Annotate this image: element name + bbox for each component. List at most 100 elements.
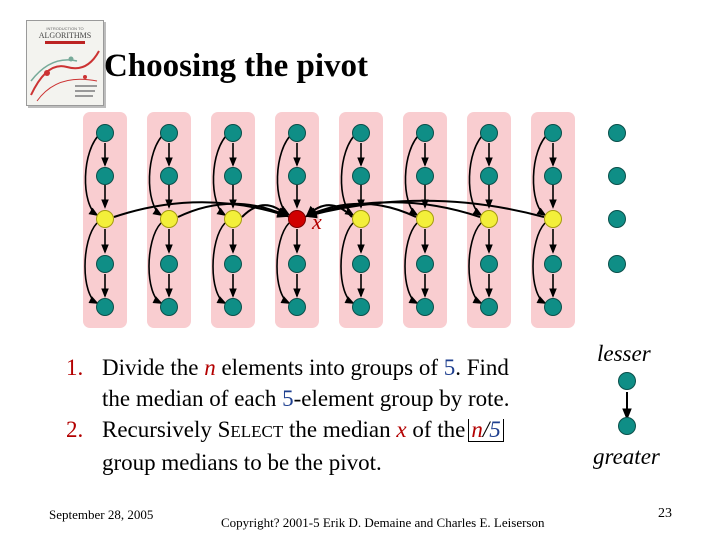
legend-node-top xyxy=(618,372,636,390)
footer-date: September 28, 2005 xyxy=(49,507,154,522)
node-7-1 xyxy=(480,124,498,142)
node-7-2 xyxy=(480,167,498,185)
node-2-4 xyxy=(160,255,178,273)
node-3-2 xyxy=(224,167,242,185)
floor-5: 5 xyxy=(489,417,501,442)
curve-top-7 xyxy=(468,132,486,217)
median-node-7-3 xyxy=(480,210,498,228)
curve-bottom-6 xyxy=(404,222,419,304)
legend-greater-label: greater xyxy=(593,444,660,469)
curve-bottom-4 xyxy=(276,222,291,304)
floor-slash: / xyxy=(482,417,490,442)
median-node-2-3 xyxy=(160,210,178,228)
node-6-4 xyxy=(416,255,434,273)
curve-bottom-3 xyxy=(212,222,227,304)
node-5-2 xyxy=(352,167,370,185)
step-1-num-5: 5 xyxy=(443,355,456,380)
node-1-4 xyxy=(96,255,114,273)
step-1-text-a: Divide the xyxy=(102,355,205,380)
curve-bottom-7 xyxy=(468,222,483,304)
pivot-node-4-3 xyxy=(288,210,306,228)
curve-bottom-5 xyxy=(340,222,355,304)
extra-node-4 xyxy=(608,255,626,273)
step-1-line2-a: the median of each xyxy=(102,386,283,411)
step-1-number: 1. xyxy=(66,355,84,380)
step-1-line2-b: -element group by rote. xyxy=(293,386,510,411)
legend-lesser-label: lesser xyxy=(597,341,651,366)
step-1-text-c: . Find xyxy=(455,355,509,380)
step-2: 2. Recursively SELECT the median x of th… xyxy=(66,414,586,478)
median-node-8-3 xyxy=(544,210,562,228)
legend-node-bottom xyxy=(618,417,636,435)
extra-node-3 xyxy=(608,210,626,228)
node-2-2 xyxy=(160,167,178,185)
curve-top-2 xyxy=(148,132,166,217)
step-2-var-x: x xyxy=(396,417,407,442)
step-2-line2: group medians to be the pivot. xyxy=(102,450,382,475)
step-2-text-a: Recursively xyxy=(102,417,218,442)
node-3-5 xyxy=(224,298,242,316)
slide-title: Choosing the pivot xyxy=(104,48,369,84)
steps-list: 1. Divide the n elements into groups of … xyxy=(66,352,586,478)
book-cover-art: INTRODUCTION TO ALGORITHMS xyxy=(30,26,100,102)
median-arc-8 xyxy=(304,199,545,219)
median-arc-3 xyxy=(241,204,289,218)
step-2-text-b: the median xyxy=(283,417,397,442)
node-1-5 xyxy=(96,298,114,316)
median-arc-1 xyxy=(113,201,290,218)
extra-node-1 xyxy=(608,124,626,142)
curve-bottom-8 xyxy=(532,222,547,304)
pivot-label: x xyxy=(311,209,322,234)
node-5-4 xyxy=(352,255,370,273)
node-5-1 xyxy=(352,124,370,142)
node-3-1 xyxy=(224,124,242,142)
extra-node-2 xyxy=(608,167,626,185)
page-number: 23 xyxy=(658,506,672,521)
node-6-5 xyxy=(416,298,434,316)
node-8-4 xyxy=(544,255,562,273)
node-7-4 xyxy=(480,255,498,273)
step-1-text-b: elements into groups of xyxy=(215,355,444,380)
curve-top-6 xyxy=(404,132,422,217)
curve-bottom-1 xyxy=(84,222,99,304)
curve-top-3 xyxy=(212,132,230,217)
step-2-number: 2. xyxy=(66,417,84,442)
median-node-3-3 xyxy=(224,210,242,228)
floor-n: n xyxy=(471,417,483,442)
logo-text: ALGORITHMS xyxy=(39,31,91,40)
node-4-5 xyxy=(288,298,306,316)
step-1-var-n: n xyxy=(204,355,216,380)
node-2-1 xyxy=(160,124,178,142)
logo-small-text: INTRODUCTION TO xyxy=(46,26,83,31)
curve-bottom-2 xyxy=(148,222,163,304)
node-6-1 xyxy=(416,124,434,142)
step-2-select-first: S xyxy=(217,417,231,442)
node-6-2 xyxy=(416,167,434,185)
node-8-1 xyxy=(544,124,562,142)
floor-expression: n/5 xyxy=(468,417,504,442)
step-1: 1. Divide the n elements into groups of … xyxy=(66,352,586,414)
curve-top-1 xyxy=(84,132,102,217)
median-node-6-3 xyxy=(416,210,434,228)
step-2-select-rest: ELECT xyxy=(230,422,284,441)
node-4-2 xyxy=(288,167,306,185)
node-3-4 xyxy=(224,255,242,273)
node-2-5 xyxy=(160,298,178,316)
median-arc-2 xyxy=(177,202,290,218)
node-5-5 xyxy=(352,298,370,316)
step-2-text-c: of the xyxy=(406,417,466,442)
curve-top-5 xyxy=(340,132,358,217)
node-7-5 xyxy=(480,298,498,316)
step-1-line2-num: 5 xyxy=(282,386,294,411)
node-4-1 xyxy=(288,124,306,142)
node-1-2 xyxy=(96,167,114,185)
node-8-2 xyxy=(544,167,562,185)
node-1-1 xyxy=(96,124,114,142)
book-cover-logo: INTRODUCTION TO ALGORITHMS xyxy=(26,20,104,106)
median-node-5-3 xyxy=(352,210,370,228)
curve-top-8 xyxy=(532,132,550,217)
footer-copyright: Copyright? 2001-5 Erik D. Demaine and Ch… xyxy=(221,515,545,530)
median-node-1-3 xyxy=(96,210,114,228)
